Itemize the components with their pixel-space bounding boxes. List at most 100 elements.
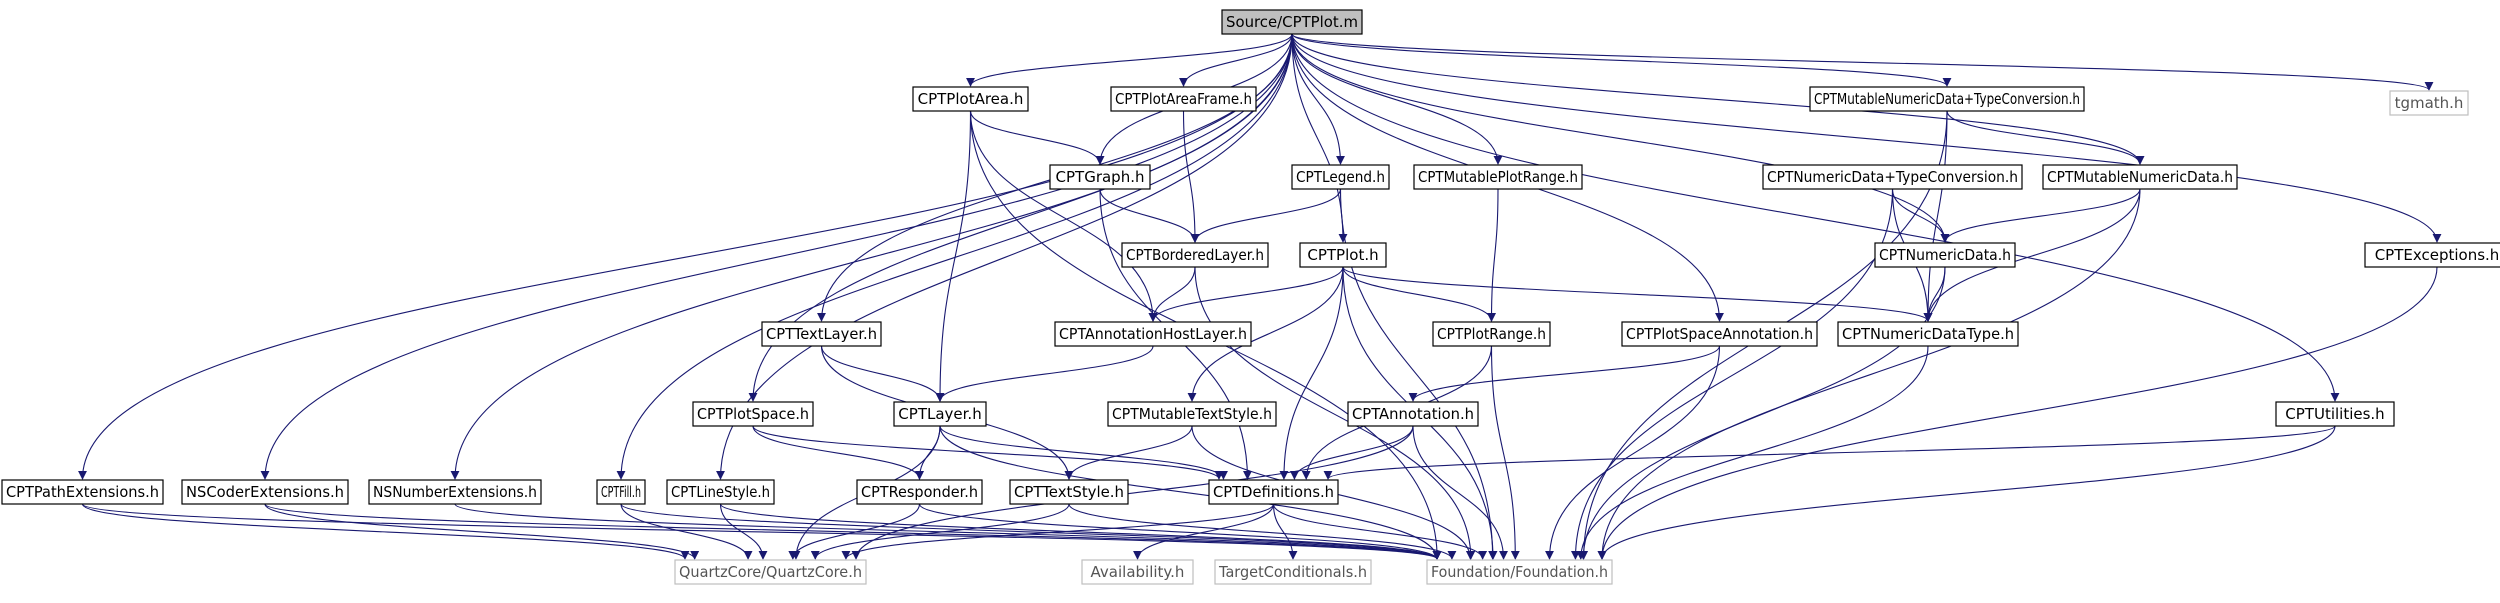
node-mutplotrange[interactable]: CPTMutablePlotRange.h	[1413, 164, 1583, 190]
edge-root-to-mutnum	[1291, 33, 2145, 165]
node-box-defs	[1208, 479, 1339, 505]
edge-responder-to-quartz	[788, 503, 921, 560]
node-label-graph: CPTGraph.h	[1056, 168, 1145, 186]
node-annotation[interactable]: CPTAnnotation.h	[1347, 401, 1479, 427]
node-tgmath[interactable]: tgmath.h	[2389, 90, 2469, 116]
node-box-layer	[893, 401, 987, 427]
node-label-pathext: CPTPathExtensions.h	[6, 483, 159, 501]
node-legend[interactable]: CPTLegend.h	[1291, 164, 1390, 190]
node-plot[interactable]: CPTPlot.h	[1299, 242, 1387, 268]
node-psann[interactable]: CPTPlotSpaceAnnotation.h	[1621, 321, 1818, 347]
edge-layer-to-defs	[939, 425, 1228, 480]
node-plotrange[interactable]: CPTPlotRange.h	[1432, 321, 1551, 347]
node-defs[interactable]: CPTDefinitions.h	[1208, 479, 1339, 505]
node-box-mutnum	[2042, 164, 2238, 190]
node-box-graph	[1049, 164, 1151, 190]
node-label-numtype: CPTNumericDataType.h	[1842, 325, 2014, 343]
node-box-nsnumber	[368, 479, 542, 505]
edge-mutnum-to-foundation	[1597, 188, 2141, 560]
node-label-mutnum: CPTMutableNumericData.h	[2047, 168, 2233, 186]
edge-fill-to-foundation	[620, 503, 1442, 560]
edge-root-to-tgmath	[1291, 33, 2434, 91]
node-foundation[interactable]: Foundation/Foundation.h	[1426, 559, 1613, 585]
edge-legend-to-border	[1190, 188, 1342, 243]
node-utilities[interactable]: CPTUtilities.h	[2275, 401, 2395, 427]
node-label-plotspace: CPTPlotSpace.h	[697, 405, 809, 423]
node-graph[interactable]: CPTGraph.h	[1049, 164, 1151, 190]
node-nsnumber[interactable]: NSNumberExtensions.h	[368, 479, 542, 505]
node-box-legend	[1291, 164, 1390, 190]
edge-mutnum-to-numdata	[1940, 188, 2141, 243]
node-box-numtype	[1837, 321, 2019, 347]
node-label-plotrange: CPTPlotRange.h	[1437, 325, 1546, 343]
edge-root-to-nscoder	[260, 33, 1293, 480]
node-label-plot: CPTPlot.h	[1307, 246, 1378, 264]
edge-textlayer-to-layer	[820, 345, 945, 402]
node-label-numtc: CPTNumericData+TypeConversion.h	[1767, 168, 2018, 186]
edge-textstyle-to-quartz	[810, 503, 1070, 560]
node-numtc[interactable]: CPTNumericData+TypeConversion.h	[1762, 164, 2023, 190]
node-box-textstyle	[1009, 479, 1129, 505]
node-targetcond[interactable]: TargetConditionals.h	[1214, 559, 1372, 585]
edge-plot-to-plotrange	[1342, 266, 1496, 322]
node-label-nsnumber: NSNumberExtensions.h	[373, 483, 537, 501]
edge-root-to-fill	[616, 33, 1293, 480]
edge-annhost-to-layer	[935, 345, 1154, 402]
edge-fill-to-quartz	[620, 503, 753, 560]
node-label-fill: CPTFill.h	[601, 483, 641, 501]
node-label-mutplotrange: CPTMutablePlotRange.h	[1418, 168, 1578, 186]
node-box-avail	[1081, 559, 1194, 585]
edge-defs-to-avail	[1133, 503, 1275, 560]
edge-numtype-to-foundation	[1576, 345, 1929, 560]
node-linestyle[interactable]: CPTLineStyle.h	[666, 479, 775, 505]
node-label-responder: CPTResponder.h	[861, 483, 978, 501]
edge-utilities-to-defs	[1323, 425, 2336, 480]
node-box-annotation	[1347, 401, 1479, 427]
node-textlayer[interactable]: CPTTextLayer.h	[761, 321, 882, 347]
edge-pathext-to-quartz	[81, 503, 690, 560]
edge-exceptions-to-foundation	[1597, 266, 2438, 560]
node-box-psann	[1621, 321, 1818, 347]
node-numdata[interactable]: CPTNumericData.h	[1874, 242, 2016, 268]
node-nscoder[interactable]: NSCoderExtensions.h	[181, 479, 349, 505]
node-box-textlayer	[761, 321, 882, 347]
node-label-targetcond: TargetConditionals.h	[1218, 563, 1367, 581]
node-pathext[interactable]: CPTPathExtensions.h	[1, 479, 164, 505]
node-layer[interactable]: CPTLayer.h	[893, 401, 987, 427]
node-fill[interactable]: CPTFill.h	[596, 479, 646, 505]
edge-root-to-legend	[1291, 33, 1345, 165]
node-plotareaframe[interactable]: CPTPlotAreaFrame.h	[1110, 86, 1257, 112]
node-exceptions[interactable]: CPTExceptions.h	[2364, 242, 2500, 268]
node-mutnum[interactable]: CPTMutableNumericData.h	[2042, 164, 2238, 190]
node-box-numdata	[1874, 242, 2016, 268]
edge-plotarea-to-layer	[935, 110, 972, 402]
node-textstyle[interactable]: CPTTextStyle.h	[1009, 479, 1129, 505]
node-label-plotareaframe: CPTPlotAreaFrame.h	[1115, 90, 1252, 108]
node-label-legend: CPTLegend.h	[1296, 168, 1385, 186]
edge-psann-to-foundation	[1545, 345, 1721, 560]
node-mutnumtc[interactable]: CPTMutableNumericData+TypeConversion.h	[1809, 86, 2085, 112]
edge-mutnumtc-to-numtype	[1923, 110, 1948, 322]
edge-root-to-numdata	[1291, 33, 1950, 243]
edge-mutnumtc-to-mutnum	[1946, 110, 2145, 165]
edge-linestyle-to-foundation	[719, 503, 1442, 560]
node-responder[interactable]: CPTResponder.h	[856, 479, 983, 505]
node-quartz[interactable]: QuartzCore/QuartzCore.h	[674, 559, 867, 585]
node-border[interactable]: CPTBorderedLayer.h	[1121, 242, 1269, 268]
edge-annotation-to-defs	[1289, 425, 1414, 480]
edge-responder-to-foundation	[918, 503, 1442, 560]
edge-defs-to-quartz	[841, 503, 1275, 560]
node-box-annhost	[1054, 321, 1252, 347]
edge-plotarea-to-annhost	[969, 110, 1158, 322]
node-numtype[interactable]: CPTNumericDataType.h	[1837, 321, 2019, 347]
edge-plotareaframe-to-border	[1182, 110, 1200, 243]
node-muttext[interactable]: CPTMutableTextStyle.h	[1107, 401, 1277, 427]
node-avail[interactable]: Availability.h	[1081, 559, 1194, 585]
node-plotarea[interactable]: CPTPlotArea.h	[912, 86, 1029, 112]
node-box-border	[1121, 242, 1269, 268]
node-annhost[interactable]: CPTAnnotationHostLayer.h	[1054, 321, 1252, 347]
node-box-mutnumtc	[1809, 86, 2085, 112]
edge-root-to-pathext	[78, 33, 1293, 480]
node-plotspace[interactable]: CPTPlotSpace.h	[692, 401, 814, 427]
node-root[interactable]: Source/CPTPlot.m	[1221, 9, 1363, 35]
